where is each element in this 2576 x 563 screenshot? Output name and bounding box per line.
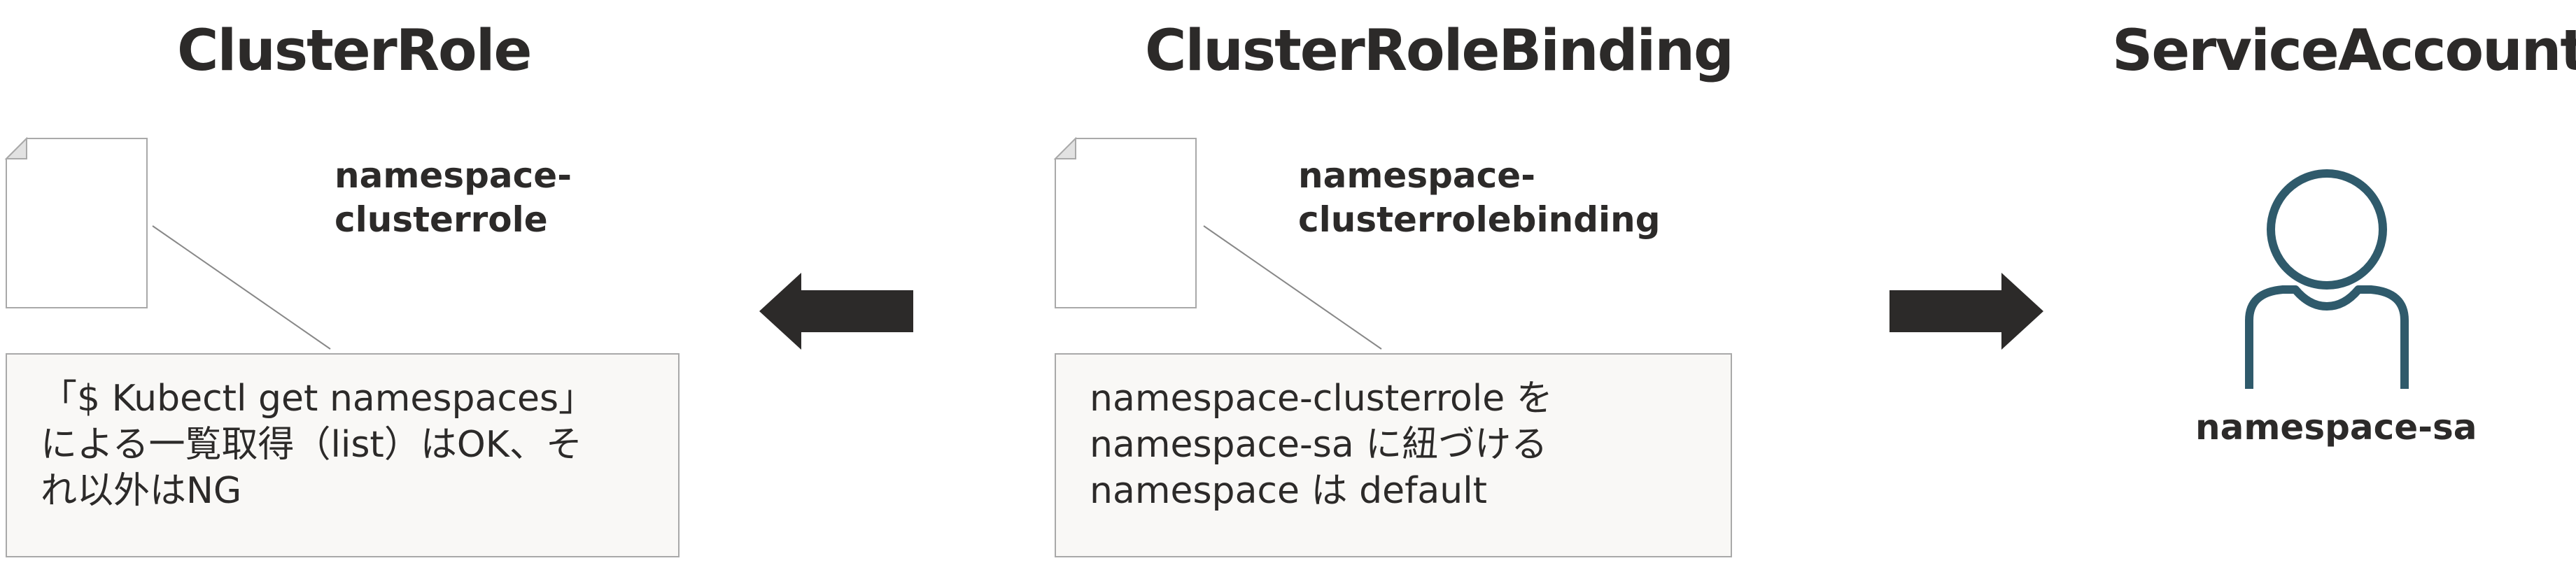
cluster-role-binding-note-line-1: namespace-clusterrole を: [1090, 378, 1553, 420]
cluster-role-note-line-2: による一覧取得（list）はOK、そ: [41, 424, 582, 466]
cluster-role-note: 「$ Kubectl get namespaces」 による一覧取得（list）…: [6, 353, 680, 557]
cluster-role-document-icon: [4, 136, 148, 308]
cluster-role-note-line-3: れ以外はNG: [41, 470, 242, 512]
cluster-role-name-line-1: namespace-: [335, 155, 572, 196]
cluster-role-binding-note-line-2: namespace-sa に紐づける: [1090, 424, 1548, 466]
arrow-right-icon: [1889, 273, 2043, 350]
cluster-role-name: namespace- clusterrole: [335, 154, 572, 242]
cluster-role-binding-title: ClusterRoleBinding: [1145, 18, 1734, 84]
cluster-role-binding-name-line-1: namespace-: [1298, 155, 1535, 196]
cluster-role-binding-name: namespace- clusterrolebinding: [1298, 154, 1661, 242]
service-account-name: namespace-sa: [2195, 407, 2477, 448]
cluster-role-name-line-2: clusterrole: [335, 199, 548, 240]
cluster-role-binding-document-icon: [1053, 136, 1197, 308]
service-account-title: ServiceAccount: [2112, 18, 2576, 84]
cluster-role-title: ClusterRole: [177, 18, 532, 84]
cluster-role-binding-note-line-3: namespace は default: [1090, 470, 1488, 512]
cluster-role-binding-note: namespace-clusterrole を namespace-sa に紐づ…: [1055, 353, 1732, 557]
cluster-role-note-line-1: 「$ Kubectl get namespaces」: [41, 378, 596, 420]
user-icon: [2245, 169, 2409, 389]
cluster-role-binding-name-line-2: clusterrolebinding: [1298, 199, 1661, 240]
cluster-role-callout-line: [152, 225, 331, 350]
cluster-role-binding-callout-line: [1203, 225, 1382, 350]
arrow-left-icon: [759, 273, 913, 350]
